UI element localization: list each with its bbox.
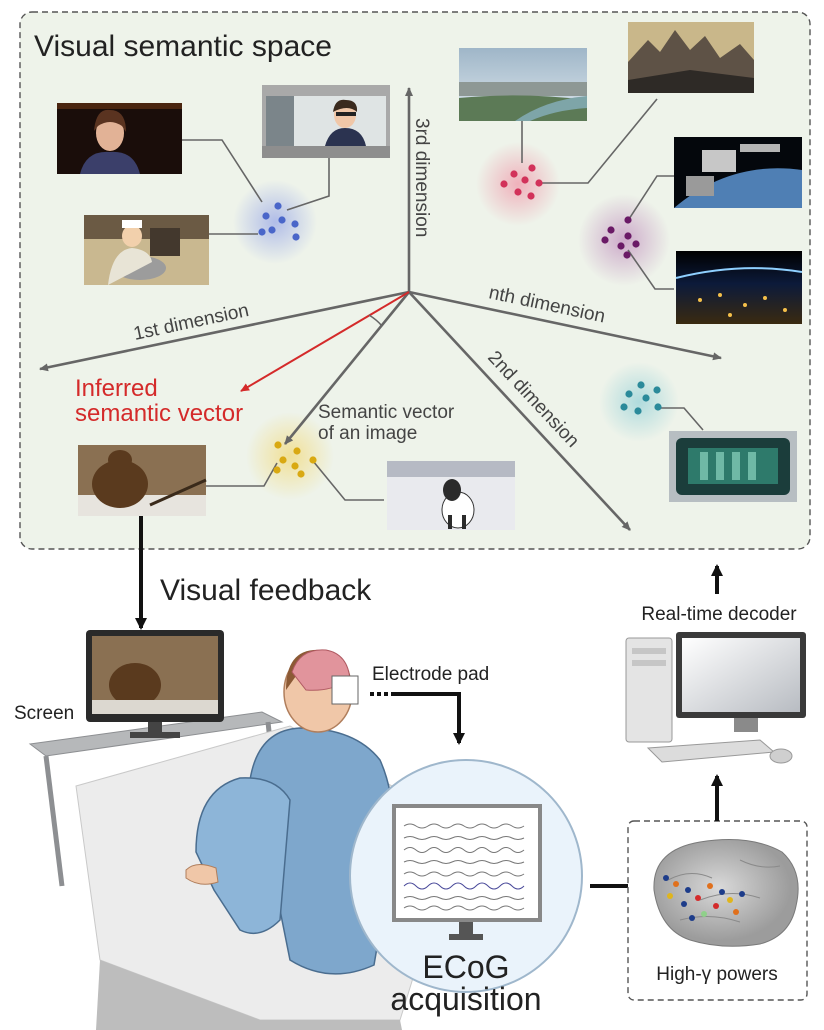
thumbnail-woman bbox=[57, 103, 182, 174]
cluster-red bbox=[500, 164, 543, 200]
thumbnail-circuit bbox=[669, 431, 797, 502]
screen-monitor bbox=[86, 630, 224, 738]
feedback-label: Visual feedback bbox=[160, 574, 372, 607]
inferred-label-line1: Inferred bbox=[75, 375, 158, 402]
brain-image bbox=[653, 839, 799, 947]
connector-lines bbox=[182, 98, 704, 501]
inferred-vector-arrow bbox=[240, 291, 410, 392]
cluster-blue bbox=[258, 202, 300, 241]
decoder-computer bbox=[625, 632, 806, 764]
cluster-teal bbox=[620, 381, 662, 415]
electrode-pad-grid bbox=[331, 675, 359, 705]
semantic-label-line2: of an image bbox=[318, 423, 417, 444]
electrode-arrow bbox=[392, 692, 465, 745]
axis-label-3rd: 3rd dimension bbox=[411, 118, 432, 237]
semantic-vector-arrow bbox=[283, 291, 411, 445]
axis-2nd bbox=[408, 291, 631, 531]
thumbnail-mountains bbox=[628, 22, 754, 93]
electrode-label: Electrode pad bbox=[372, 664, 489, 685]
angle-arc bbox=[368, 314, 383, 327]
decoder-label: Real-time decoder bbox=[641, 604, 797, 625]
thumbnail-dog bbox=[387, 461, 515, 530]
thumbnail-city-river bbox=[459, 48, 587, 121]
cluster-yellow bbox=[273, 441, 317, 478]
brain-label: High-γ powers bbox=[656, 964, 777, 985]
cluster-glow-red bbox=[476, 142, 560, 226]
axis-nth bbox=[408, 290, 722, 361]
cluster-glow-blue bbox=[233, 180, 317, 264]
thumbnail-cartoon-cook bbox=[84, 215, 209, 285]
electrode-dots bbox=[663, 875, 745, 921]
thumbnail-space-station bbox=[674, 137, 802, 208]
screen-label: Screen bbox=[14, 703, 74, 724]
thumbnail-earth-night bbox=[675, 251, 803, 324]
thumbnail-bear bbox=[78, 445, 207, 516]
cluster-purple bbox=[601, 216, 640, 259]
axes bbox=[39, 87, 722, 531]
cluster-glow-teal bbox=[599, 362, 679, 442]
semantic-space-title: Visual semantic space bbox=[34, 30, 332, 63]
ecog-label-line1: ECoG bbox=[422, 949, 509, 985]
inferred-label-line2: semantic vector bbox=[75, 400, 243, 427]
ecog-traces bbox=[403, 823, 525, 911]
thumbnail-cartoon-office bbox=[262, 85, 390, 158]
cluster-glow-purple bbox=[578, 194, 670, 286]
semantic-label-line1: Semantic vector bbox=[318, 402, 455, 423]
ecog-label-line2: acquisition bbox=[390, 981, 541, 1017]
axis-1st bbox=[39, 290, 410, 372]
